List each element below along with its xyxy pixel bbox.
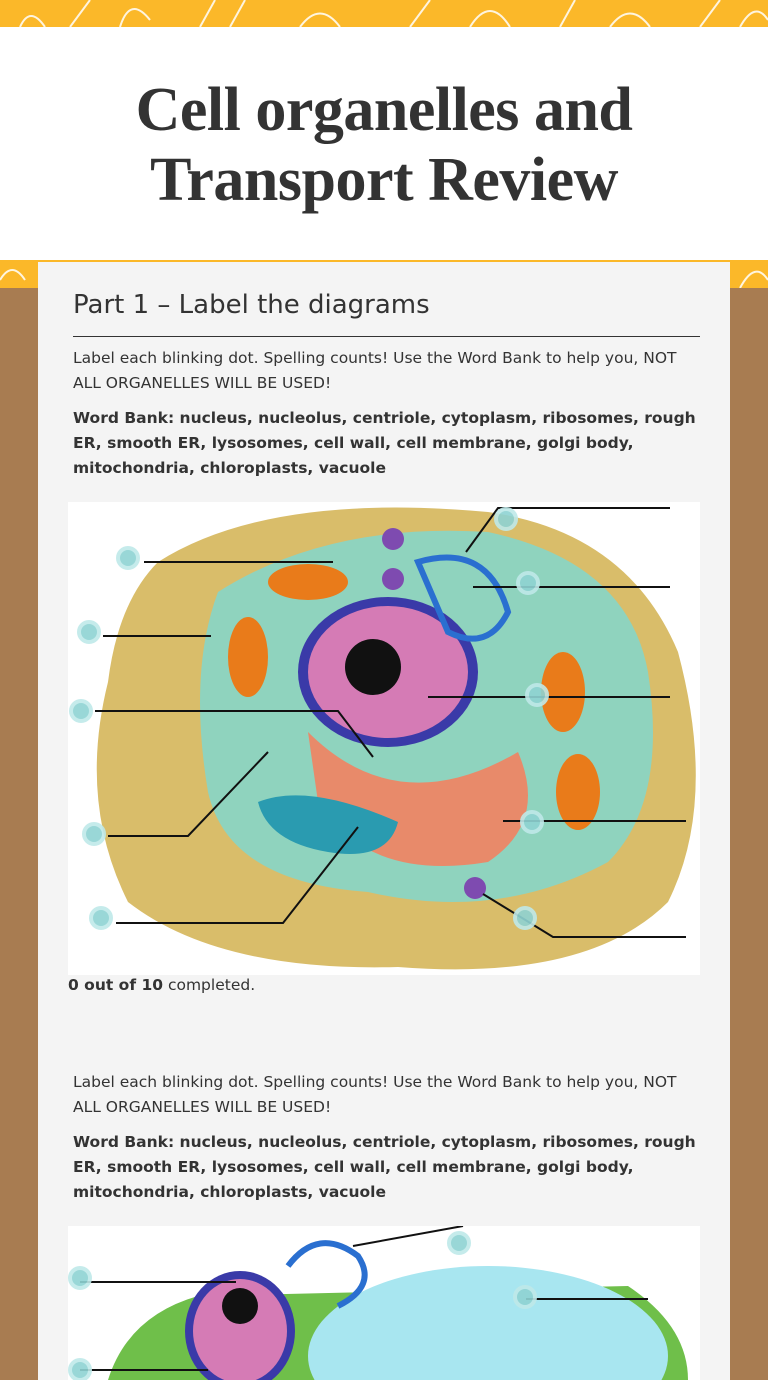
- label-dot[interactable]: [89, 906, 113, 930]
- label-dot[interactable]: [82, 822, 106, 846]
- word-bank: Word Bank: nucleus, nucleolus, centriole…: [73, 409, 696, 477]
- label-dot[interactable]: [69, 699, 93, 723]
- instructions-2: Label each blinking dot. Spelling counts…: [73, 1073, 677, 1116]
- worksheet-card: Part 1 – Label the diagrams Label each b…: [38, 262, 730, 1380]
- completion-count: 0 out of 10: [68, 976, 164, 994]
- label-dot[interactable]: [520, 810, 544, 834]
- completion-label: completed.: [163, 976, 256, 994]
- plant-cell-diagram: [68, 1226, 700, 1380]
- label-dot[interactable]: [77, 620, 101, 644]
- divider: [73, 336, 700, 337]
- word-bank-2: Word Bank: nucleus, nucleolus, centriole…: [73, 1133, 696, 1201]
- page-title: Cell organelles and Transport Review: [135, 76, 633, 214]
- label-dot[interactable]: [513, 906, 537, 930]
- label-dot[interactable]: [68, 1266, 92, 1290]
- animal-cell-diagram: [68, 502, 700, 975]
- label-dot[interactable]: [494, 507, 518, 531]
- completion-status: 0 out of 10 completed.: [68, 976, 255, 994]
- instructions: Label each blinking dot. Spelling counts…: [73, 349, 677, 392]
- decorative-banner-top: [0, 0, 768, 27]
- label-dot[interactable]: [116, 546, 140, 570]
- label-dot[interactable]: [525, 683, 549, 707]
- page-header: Cell organelles and Transport Review: [0, 27, 768, 260]
- label-dot[interactable]: [513, 1285, 537, 1309]
- label-dot[interactable]: [68, 1358, 92, 1380]
- section-heading: Part 1 – Label the diagrams: [73, 290, 430, 320]
- label-dot[interactable]: [447, 1231, 471, 1255]
- label-dot[interactable]: [516, 571, 540, 595]
- label-dots: [69, 507, 549, 930]
